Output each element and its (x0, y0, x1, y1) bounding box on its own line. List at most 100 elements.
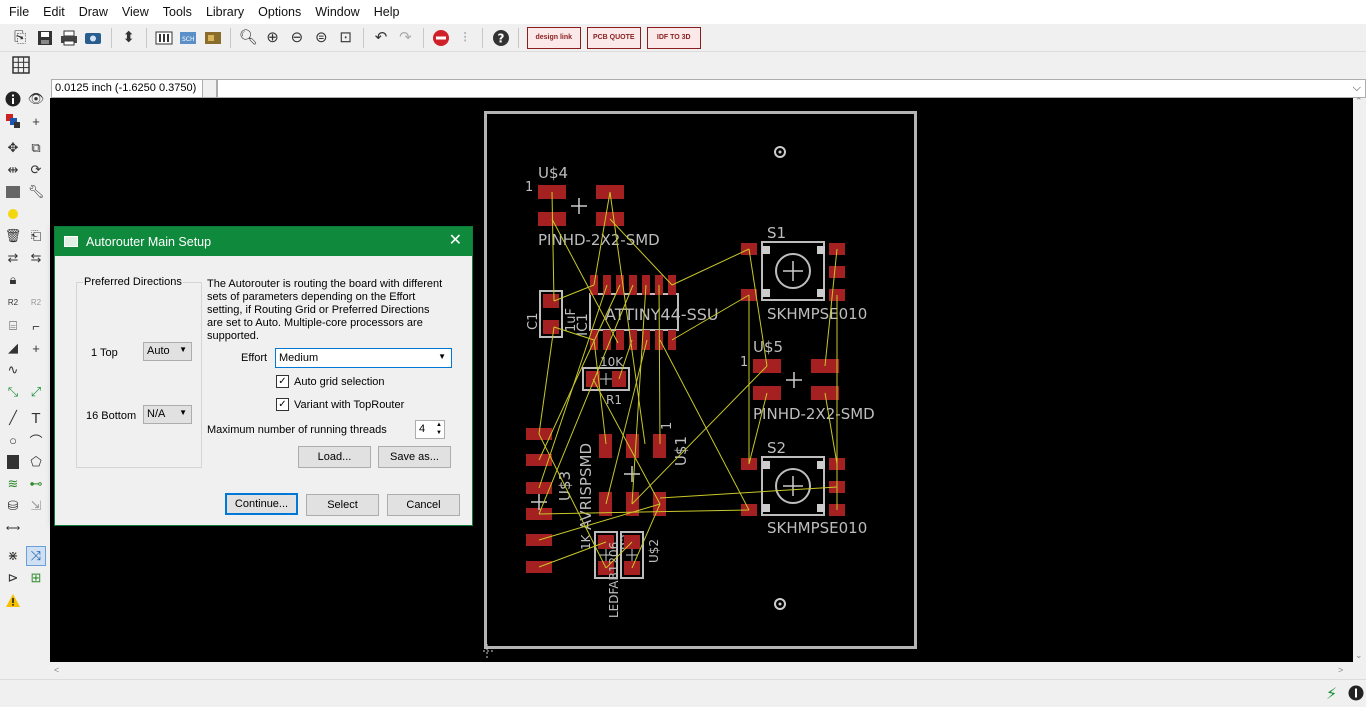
signal-icon[interactable]: ⊷ (29, 476, 43, 491)
lightning-icon[interactable]: ⚡︎ (1326, 686, 1338, 703)
wire-icon[interactable]: ╱ (9, 410, 17, 425)
scroll-right-icon[interactable]: > (1338, 665, 1344, 675)
erc-icon[interactable]: ⊳ (7, 570, 19, 585)
move-icon[interactable]: ✥ (7, 140, 19, 155)
name-icon[interactable]: R2 (7, 297, 19, 307)
lock-icon[interactable]: 🔒︎ (9, 272, 17, 287)
zoom-out-icon[interactable]: ⊖ (290, 29, 304, 46)
change-icon[interactable]: 🔧︎ (27, 184, 45, 199)
arc-icon[interactable]: ⌒ (29, 433, 43, 449)
mark-icon[interactable]: + (32, 113, 40, 129)
stop-icon[interactable] (430, 27, 452, 49)
show-icon[interactable]: 👁︎ (27, 91, 45, 106)
script-icon[interactable]: ⬍ (122, 29, 135, 46)
menu-library[interactable]: Library (205, 5, 245, 19)
ripup-icon[interactable]: ⤢ (30, 384, 42, 399)
menu-tools[interactable]: Tools (162, 5, 192, 19)
menu-help[interactable]: Help (373, 5, 400, 19)
menu-options[interactable]: Options (258, 5, 302, 19)
menu-bar: File Edit Draw View Tools Library Option… (0, 0, 1366, 24)
optimize-icon[interactable]: + (32, 340, 40, 356)
group-icon[interactable] (3, 182, 23, 202)
stop-status-icon[interactable] (1348, 685, 1364, 704)
load-button[interactable]: Load... (298, 446, 371, 468)
svg-text:?: ? (497, 31, 504, 45)
vertical-scrollbar[interactable]: ⌃ ⌄ (1353, 96, 1366, 662)
save-icon[interactable] (34, 27, 56, 49)
idf-to-3d-button[interactable]: IDF TO 3D (646, 26, 701, 49)
delete-icon[interactable]: 🗑︎ (4, 228, 22, 243)
zoom-in-icon[interactable]: ⊕ (266, 29, 279, 46)
hole-icon[interactable]: ⛁ (7, 498, 19, 513)
rect-icon[interactable] (3, 452, 23, 472)
pcb-quote-button[interactable]: PCB QUOTE (586, 26, 641, 49)
design-link-button[interactable]: design link (526, 26, 581, 49)
zoom-fit-icon[interactable]: 🔍︎ (238, 29, 258, 46)
grid-icon[interactable] (10, 54, 32, 76)
rotate-icon[interactable]: ⟳ (30, 162, 42, 177)
cancel-button[interactable]: Cancel (387, 494, 460, 516)
replace-icon[interactable]: ⇄ (7, 250, 19, 265)
zoom-select-icon[interactable]: ⊡ (339, 29, 352, 46)
scroll-up-icon[interactable]: ⌃ (1355, 96, 1363, 106)
ratsnest-icon[interactable]: ⋇ (7, 548, 19, 563)
continue-button[interactable]: Continue... (225, 493, 298, 515)
display-icon[interactable] (3, 111, 23, 131)
checkmark-icon: ✓ (276, 398, 289, 411)
dimension-icon[interactable]: ⟷ (5, 522, 21, 534)
paste-icon[interactable] (3, 204, 23, 224)
undo-icon[interactable]: ↶ (374, 29, 388, 46)
lock-part-icon[interactable]: ⇆ (30, 250, 42, 265)
command-history-button[interactable] (203, 79, 217, 98)
menu-file[interactable]: File (9, 5, 30, 19)
split-icon[interactable]: ◢ (8, 340, 18, 355)
spin-arrows-icon[interactable]: ▲▼ (436, 422, 442, 436)
menu-window[interactable]: Window (315, 5, 360, 19)
print-icon[interactable] (58, 27, 80, 49)
variant-toprouter-checkbox[interactable]: ✓ Variant with TopRouter (276, 398, 404, 411)
auto-grid-checkbox[interactable]: ✓ Auto grid selection (276, 375, 385, 388)
route-icon[interactable]: ⤡ (7, 384, 19, 399)
value-icon[interactable]: R2 (30, 297, 42, 307)
text-icon[interactable]: T (31, 409, 41, 427)
smash-icon[interactable]: ⌸ (9, 318, 17, 333)
autorouter-icon[interactable]: ⤨ (26, 546, 46, 566)
redo-icon[interactable]: ↷ (399, 29, 412, 46)
scroll-down-icon[interactable]: ⌄ (1355, 650, 1363, 660)
zoom-redraw-icon[interactable]: ⊜ (315, 29, 328, 46)
r2-value-label: 1K (579, 533, 593, 550)
via-icon[interactable]: ≋ (7, 476, 19, 491)
chevron-down-icon[interactable]: ⌵ (1352, 82, 1361, 94)
menu-edit[interactable]: Edit (43, 5, 65, 19)
copy-icon[interactable]: ⧉ (31, 140, 41, 155)
polygon-icon[interactable]: ⬠ (30, 454, 42, 469)
circle-icon[interactable]: ○ (9, 432, 17, 448)
menu-view[interactable]: View (121, 5, 149, 19)
ulp-icon[interactable] (153, 27, 175, 49)
meander-icon[interactable]: ∿ (7, 362, 19, 377)
cam-icon[interactable] (82, 27, 104, 49)
select-button[interactable]: Select (306, 494, 379, 516)
schematic-icon[interactable]: SCH (177, 27, 199, 49)
info-icon[interactable] (3, 89, 23, 109)
mirror-icon[interactable]: ⇹ (7, 162, 19, 177)
open-icon[interactable]: ⎘ (14, 29, 27, 46)
threads-spinbox[interactable]: 4 ▲▼ (415, 420, 445, 439)
scroll-left-icon[interactable]: < (54, 665, 60, 675)
menu-draw[interactable]: Draw (78, 5, 108, 19)
horizontal-scrollbar[interactable]: < > (50, 662, 1353, 679)
errors-icon[interactable] (3, 590, 23, 610)
save-as-button[interactable]: Save as... (378, 446, 451, 468)
command-line-input[interactable]: ⌵ (217, 79, 1366, 98)
effort-select[interactable]: Medium▼ (275, 348, 452, 368)
layer-bottom-direction-select[interactable]: N/A▼ (143, 405, 192, 424)
help-icon[interactable]: ? (490, 27, 512, 49)
attribute-icon[interactable]: ⇲ (30, 498, 42, 513)
drc-icon[interactable]: ⊞ (30, 570, 42, 585)
board-icon[interactable] (202, 27, 224, 49)
add-icon[interactable]: ⎗ (30, 228, 42, 243)
close-icon[interactable]: ✕ (448, 232, 462, 249)
miter-icon[interactable]: ⌐ (32, 318, 40, 334)
go-icon[interactable]: ⁝ (462, 29, 468, 46)
layer-top-direction-select[interactable]: Auto▼ (143, 342, 192, 361)
